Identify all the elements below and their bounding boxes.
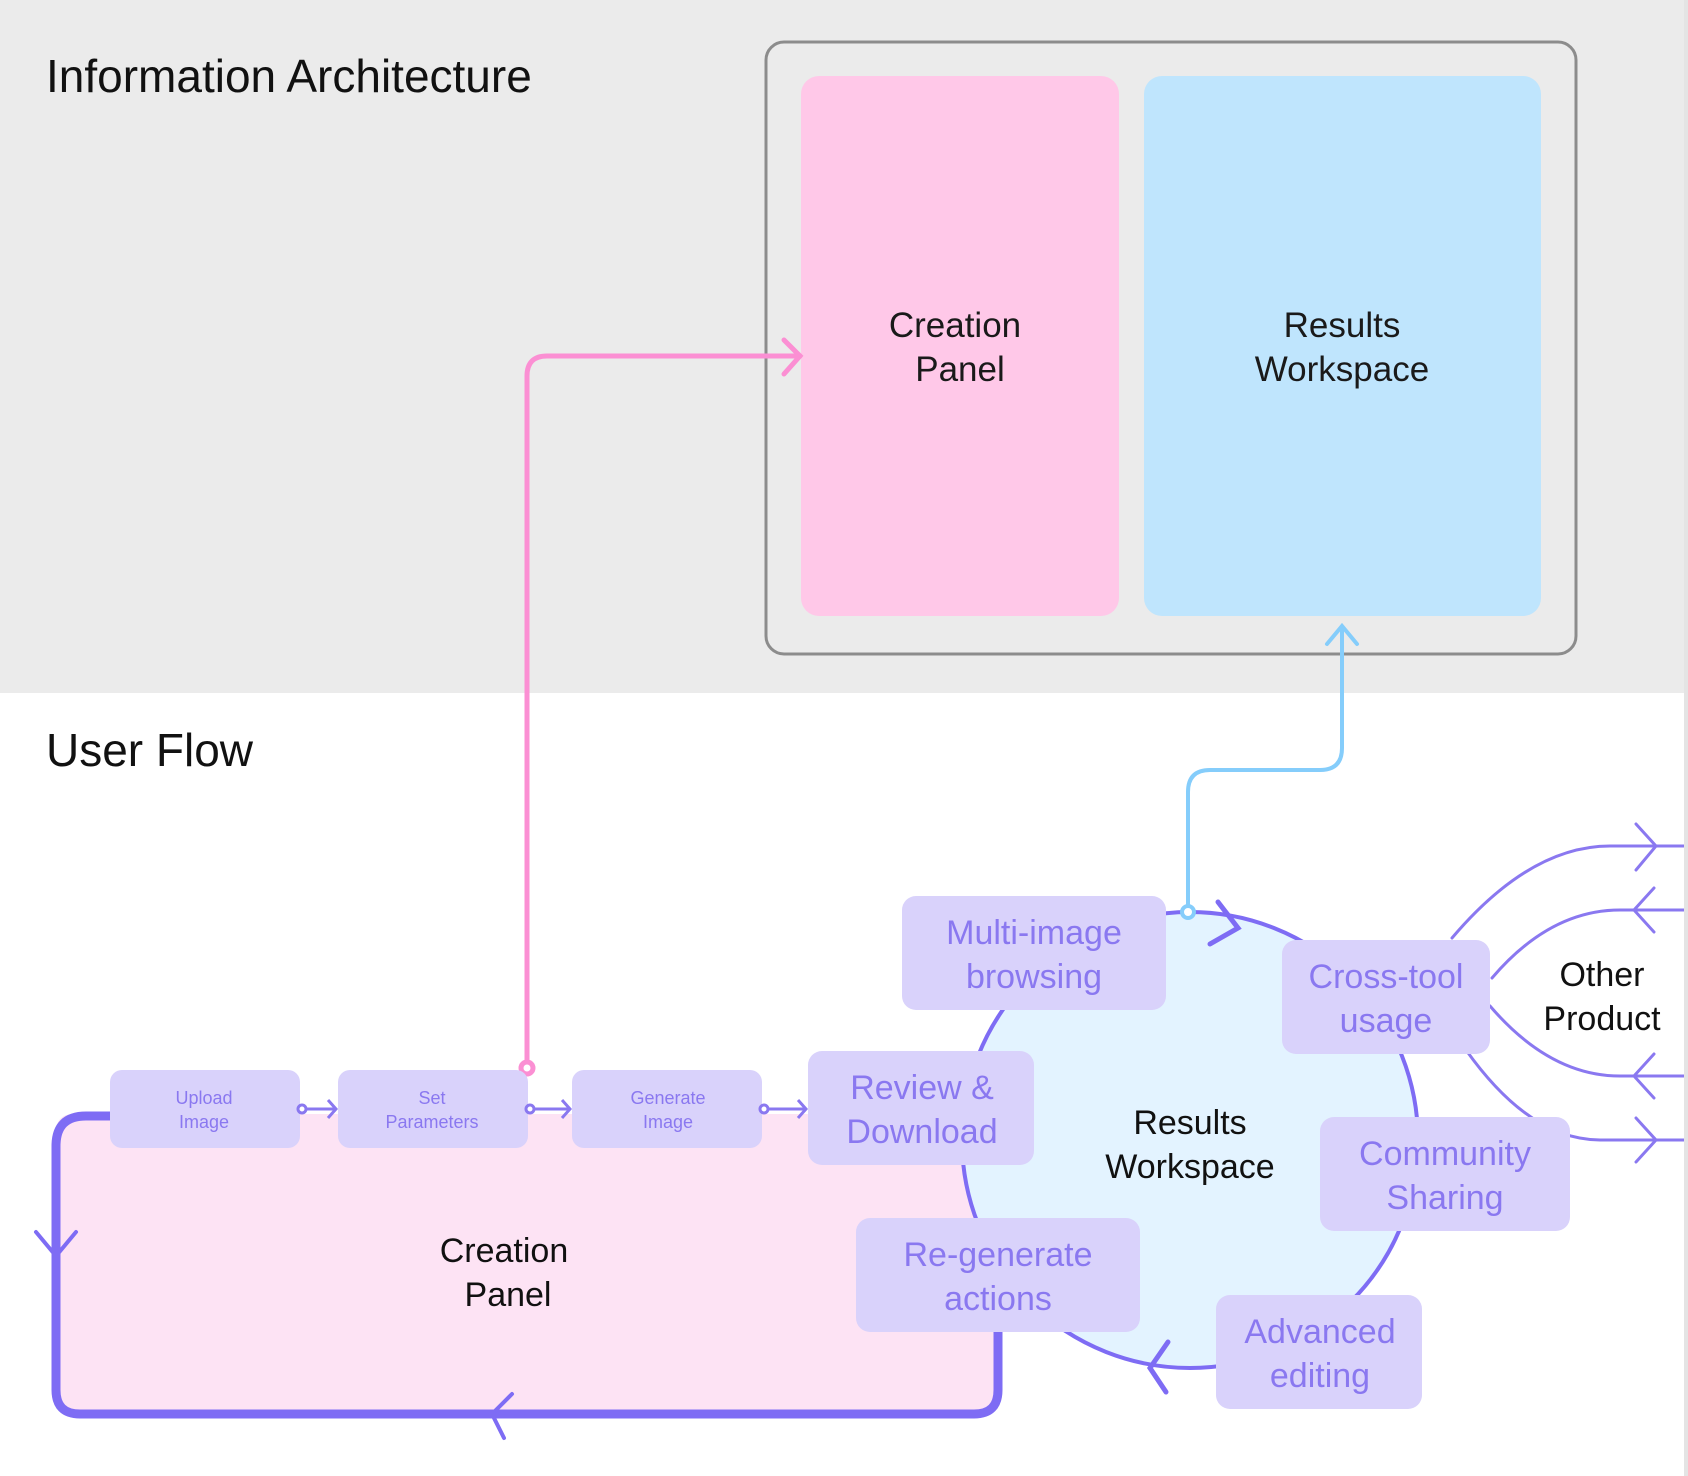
other-product-label: Other (1559, 956, 1644, 994)
flow-results-workspace-label: Results (1133, 1104, 1246, 1142)
user-flow-section-title: User Flow (46, 724, 254, 776)
ia-app-frame (764, 40, 1578, 656)
step-node-label: Parameters (385, 1112, 478, 1132)
action-node-advanced-editing[interactable]: Advanced editing (1216, 1295, 1422, 1409)
flow-creation-panel-label: Creation (440, 1232, 569, 1270)
creation-panel-area (56, 1114, 996, 1414)
connector-arrow-left-icon (1631, 1052, 1656, 1100)
blue-connector-origin (1180, 904, 1196, 920)
blue-connector (1180, 622, 1359, 920)
ia-results-workspace: Results Workspace (1144, 76, 1541, 616)
creation-loop-line (51, 1111, 1003, 1419)
action-node-label: editing (1270, 1357, 1370, 1395)
action-node-multi-image-browsing[interactable]: Multi-image browsing (902, 896, 1166, 1010)
action-node-label: Sharing (1386, 1179, 1503, 1217)
flow-results-workspace-label: Workspace (1105, 1148, 1274, 1186)
ia-creation-panel: Creation Panel (801, 76, 1119, 616)
connector-in-upper (1490, 908, 1688, 980)
ia-results-workspace-label: Results (1284, 306, 1401, 345)
ia-creation-panel-box (801, 76, 1119, 616)
step-node-label: Download (846, 1113, 997, 1151)
action-node-re-generate-actions[interactable]: Re-generate actions (856, 1218, 1140, 1332)
action-node-label: Advanced (1244, 1313, 1395, 1351)
step-node-label: Set (418, 1088, 445, 1108)
connector-arrow-left-icon (1631, 886, 1656, 934)
flow-creation-panel: Creation Panel (34, 1111, 1003, 1440)
step-node-label: Review & (850, 1069, 994, 1107)
pink-arrow-right-icon (781, 337, 804, 377)
step-node-label: Image (179, 1112, 229, 1132)
action-node-cross-tool-usage[interactable]: Cross-tool usage (1282, 940, 1490, 1054)
connector-out-top (1450, 844, 1688, 940)
action-node-community-sharing[interactable]: Community Sharing (1320, 1117, 1570, 1231)
connector-arrow-right-icon (1634, 822, 1658, 872)
connector-arrow-right-icon (1634, 1116, 1659, 1164)
flow-creation-panel-label: Panel (465, 1276, 552, 1314)
workspace-actions: Multi-image browsing Cross-tool usage Co… (856, 896, 1570, 1409)
step-node-label: Generate (630, 1088, 705, 1108)
ia-section-title: Information Architecture (46, 50, 532, 102)
loop-arrow-left-icon (489, 1392, 514, 1440)
ia-creation-panel-label: Panel (915, 350, 1005, 389)
step-node-review-download[interactable]: Review & Download (808, 1051, 1034, 1165)
ring-arrow-left-icon (1146, 1339, 1171, 1395)
step-arrow-icon (296, 1099, 339, 1119)
ring-arrow-right-icon (1207, 899, 1242, 947)
step-node[interactable]: Set Parameters (338, 1070, 528, 1148)
pink-connector-line (524, 353, 803, 1069)
pink-connector-origin (518, 1059, 536, 1077)
action-node-label: Re-generate (903, 1236, 1092, 1274)
step-node-label: Upload (175, 1088, 232, 1108)
ia-results-workspace-box (1144, 76, 1541, 616)
step-node[interactable]: Generate Image (572, 1070, 762, 1148)
step-node-label: Image (643, 1112, 693, 1132)
loop-arrow-down-icon (34, 1230, 78, 1260)
ia-results-workspace-label: Workspace (1255, 350, 1429, 389)
action-node-label: browsing (966, 958, 1102, 996)
step-arrow-icon (758, 1099, 809, 1119)
pink-connector (518, 337, 804, 1077)
action-node-label: Cross-tool (1309, 958, 1464, 996)
connector-in-lower (1488, 1004, 1688, 1078)
right-edge-strip (1684, 0, 1688, 1476)
blue-connector-line (1186, 626, 1344, 912)
step-arrow-icon (524, 1099, 573, 1119)
action-node-label: Multi-image (946, 914, 1122, 952)
other-product-label: Product (1543, 1000, 1661, 1038)
action-node-label: usage (1340, 1002, 1433, 1040)
blue-arrow-up-icon (1325, 622, 1359, 646)
ia-creation-panel-label: Creation (889, 306, 1021, 345)
step-node[interactable]: Upload Image (110, 1070, 300, 1148)
action-node-label: Community (1359, 1135, 1531, 1173)
action-node-label: actions (944, 1280, 1052, 1318)
step-chain: Upload Image Set Parameters Generate Ima… (110, 1051, 1034, 1165)
